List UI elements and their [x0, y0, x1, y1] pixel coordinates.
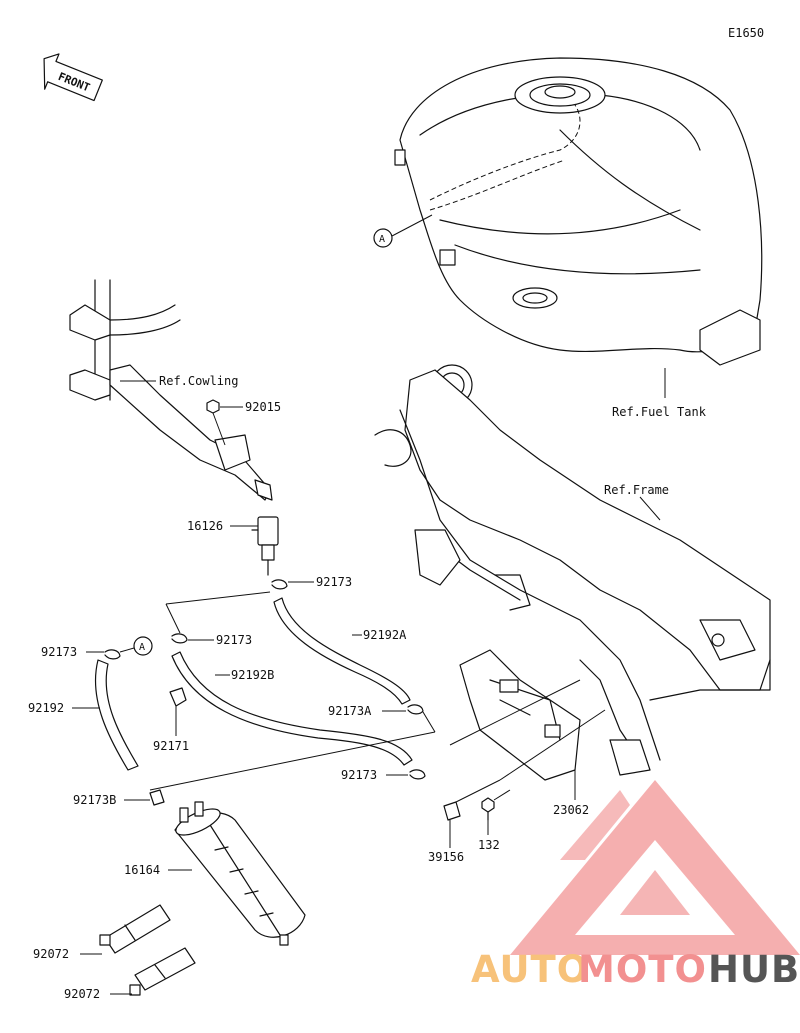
- watermark-part-2: MOTO: [578, 948, 707, 991]
- clamp-92173A-icon: [407, 704, 424, 715]
- callout-a-tank-label: A: [379, 234, 385, 245]
- tube-92192B: [171, 651, 413, 766]
- nut-92015-icon: [206, 399, 220, 414]
- label-92173A: 92173A: [328, 704, 372, 718]
- strap-92072-a-icon: [99, 904, 171, 954]
- label-16126: 16126: [187, 519, 223, 533]
- label-92173-mid: 92173: [216, 633, 252, 647]
- diagram-code: E1650: [728, 26, 764, 40]
- strap-92072-b-icon: [129, 947, 196, 996]
- label-92072-a: 92072: [33, 947, 69, 961]
- bolt-132-icon: [481, 797, 495, 821]
- valve-16126-icon: [251, 516, 279, 576]
- label-16164: 16164: [124, 863, 160, 877]
- clamp-92173B-icon: [149, 789, 165, 806]
- tube-92192A: [273, 597, 411, 705]
- label-92173-bot: 92173: [341, 768, 377, 782]
- callout-a-hose-label: A: [139, 642, 145, 653]
- label-92192A: 92192A: [363, 628, 407, 642]
- grommet-39156-icon: [443, 801, 461, 821]
- label-132: 132: [478, 838, 500, 852]
- callout-a-tank: [373, 228, 393, 248]
- label-92173-left: 92173: [41, 645, 77, 659]
- front-arrow-icon: FRONT: [43, 53, 103, 102]
- clamp-92173-left-icon: [104, 649, 121, 660]
- cowling-bracket-drawing: [69, 279, 273, 501]
- label-39156: 39156: [428, 850, 464, 864]
- fuel-tank-drawing: [394, 57, 763, 398]
- label-92173B: 92173B: [73, 793, 116, 807]
- watermark-part-3: HUB: [708, 948, 800, 991]
- label-92072-b: 92072: [64, 987, 100, 1001]
- label-23062: 23062: [553, 803, 589, 817]
- watermark-logo-icon: [510, 780, 800, 955]
- clamp-92173-mid-icon: [171, 633, 188, 644]
- ref-cowling: Ref.Cowling: [159, 374, 238, 388]
- clamp-92173-bot-icon: [409, 769, 426, 780]
- watermark-text: AUTO MOTO HUB: [471, 948, 800, 991]
- watermark-part-1: AUTO: [471, 948, 589, 991]
- canister-16164-icon: [174, 801, 306, 946]
- clamp-92173-top-icon: [271, 579, 288, 590]
- ref-frame: Ref.Frame: [604, 483, 669, 497]
- label-92171: 92171: [153, 739, 189, 753]
- callout-a-hose: [133, 636, 153, 656]
- label-92015: 92015: [245, 400, 281, 414]
- label-92192: 92192: [28, 701, 64, 715]
- label-92192B: 92192B: [231, 668, 274, 682]
- bracket-23062-icon: [459, 649, 581, 781]
- ref-fuel-tank: Ref.Fuel Tank: [612, 405, 707, 419]
- label-92173-top: 92173: [316, 575, 352, 589]
- clip-92171-icon: [169, 687, 187, 707]
- tube-92192: [94, 659, 139, 771]
- frame-drawing: [374, 364, 771, 776]
